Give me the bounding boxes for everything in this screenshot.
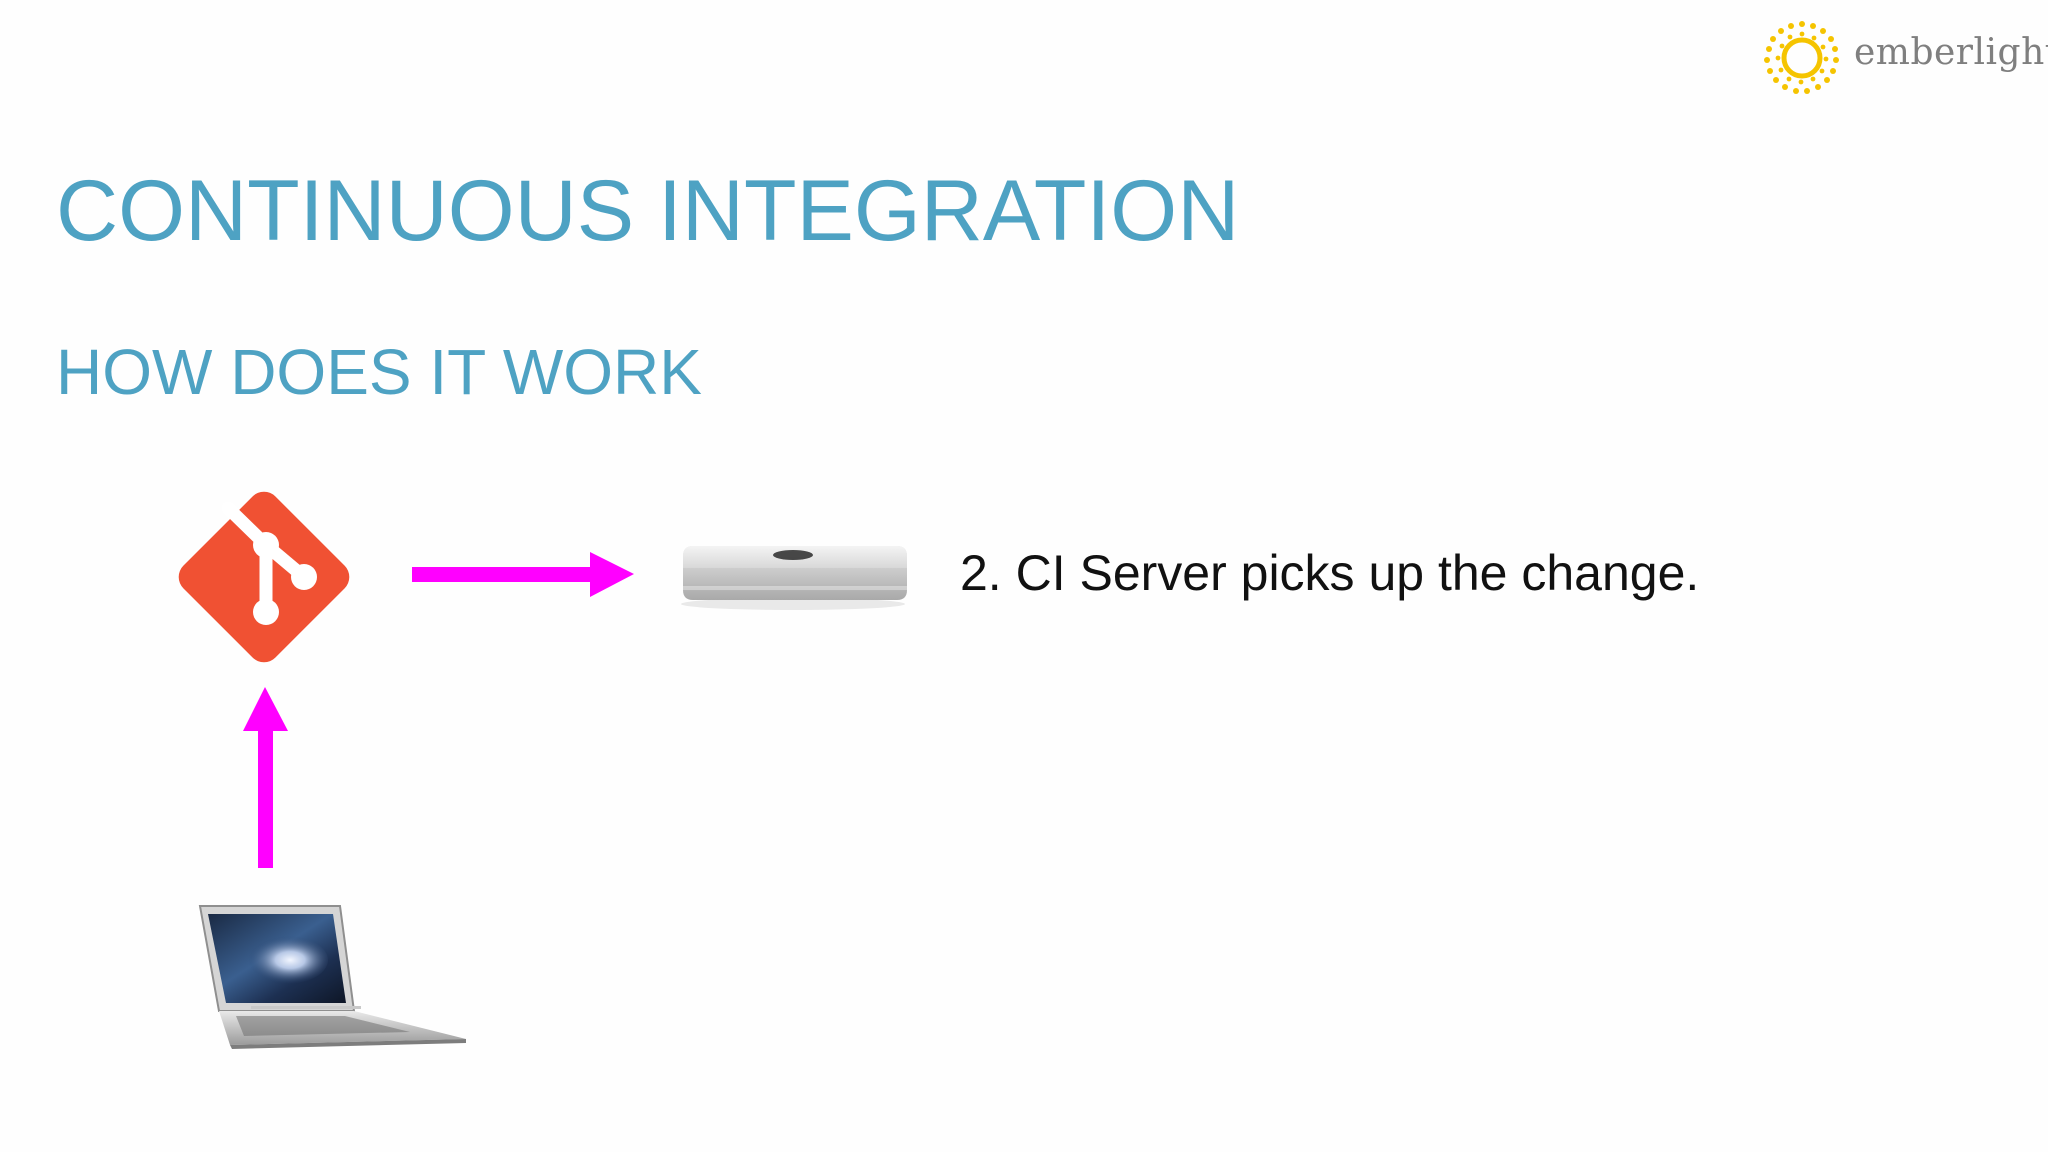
- git-logo-icon: [178, 491, 350, 663]
- sunburst-logo-icon: [1764, 21, 1839, 94]
- brand-name: emberlight: [1854, 32, 2048, 73]
- slide-title: CONTINUOUS INTEGRATION: [56, 163, 1240, 259]
- brand-logo: emberlight: [1762, 18, 2048, 98]
- arrow-up: [243, 687, 288, 868]
- arrow-right: [412, 552, 634, 597]
- slide-subtitle: HOW DOES IT WORK: [56, 336, 702, 408]
- laptop-icon: [198, 905, 466, 1049]
- mac-mini-server-icon: [681, 546, 907, 610]
- step-description: 2. CI Server picks up the change.: [960, 545, 1700, 601]
